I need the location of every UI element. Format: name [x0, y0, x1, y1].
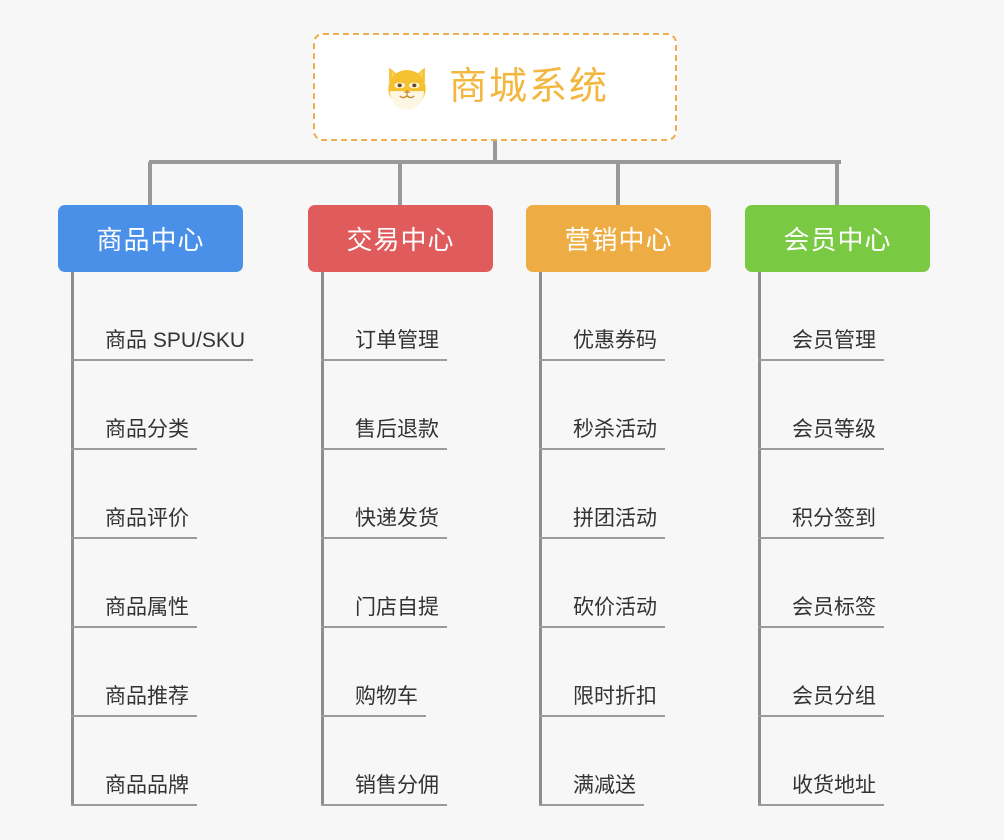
leaf-label: 门店自提 [321, 596, 447, 628]
list-item[interactable]: 商品品牌 [58, 717, 318, 806]
list-item[interactable]: 会员标签 [745, 539, 995, 628]
leaf-label: 会员分组 [758, 685, 884, 717]
list-item[interactable]: 购物车 [308, 628, 558, 717]
branch-header-0[interactable]: 商品中心 [58, 205, 243, 272]
connector-spine-2 [539, 272, 542, 806]
list-item[interactable]: 商品属性 [58, 539, 318, 628]
branch-header-label: 营销中心 [564, 225, 673, 255]
list-item[interactable]: 快递发货 [308, 450, 558, 539]
branch-header-3[interactable]: 会员中心 [745, 205, 930, 272]
leaf-label: 销售分佣 [321, 774, 447, 806]
list-item[interactable]: 商品 SPU/SKU [58, 272, 318, 361]
list-item[interactable]: 优惠券码 [526, 272, 776, 361]
connector-drop-3 [835, 162, 839, 206]
list-item[interactable]: 秒杀活动 [526, 361, 776, 450]
list-item[interactable]: 订单管理 [308, 272, 558, 361]
list-item[interactable]: 会员分组 [745, 628, 995, 717]
leaf-label: 积分签到 [758, 507, 884, 539]
shiba-dog-icon [381, 61, 433, 113]
leaf-label: 商品 SPU/SKU [71, 329, 254, 361]
branch-header-label: 商品中心 [96, 225, 205, 255]
list-item[interactable]: 门店自提 [308, 539, 558, 628]
leaf-label: 商品推荐 [71, 685, 197, 717]
branch-header-1[interactable]: 交易中心 [308, 205, 493, 272]
leaf-label: 会员等级 [758, 418, 884, 450]
leaf-label: 拼团活动 [539, 507, 665, 539]
list-item[interactable]: 会员管理 [745, 272, 995, 361]
branch-header-2[interactable]: 营销中心 [526, 205, 711, 272]
leaf-stack-2: 优惠券码 秒杀活动 拼团活动 砍价活动 限时折扣 满减送 [526, 272, 776, 806]
branch-column-1: 交易中心 订单管理 售后退款 快递发货 门店自提 购物车 销售分佣 [308, 162, 558, 806]
connector-spine-1 [321, 272, 324, 806]
leaf-label: 商品品牌 [71, 774, 197, 806]
leaf-label: 优惠券码 [539, 329, 665, 361]
leaf-label: 售后退款 [321, 418, 447, 450]
connector-spine-3 [758, 272, 761, 806]
list-item[interactable]: 拼团活动 [526, 450, 776, 539]
connector-drop-1 [398, 162, 402, 206]
leaf-label: 商品分类 [71, 418, 197, 450]
root-node[interactable]: 商城系统 [313, 33, 677, 141]
leaf-label: 秒杀活动 [539, 418, 665, 450]
root-title: 商城系统 [448, 66, 609, 108]
list-item[interactable]: 商品推荐 [58, 628, 318, 717]
branch-header-label: 交易中心 [346, 225, 455, 255]
leaf-label: 订单管理 [321, 329, 447, 361]
connector-root-vertical [493, 141, 497, 163]
list-item[interactable]: 会员等级 [745, 361, 995, 450]
leaf-stack-3: 会员管理 会员等级 积分签到 会员标签 会员分组 收货地址 [745, 272, 995, 806]
connector-drop-2 [616, 162, 620, 206]
list-item[interactable]: 销售分佣 [308, 717, 558, 806]
leaf-label: 会员管理 [758, 329, 884, 361]
connector-spine-0 [71, 272, 74, 806]
leaf-label: 满减送 [539, 774, 644, 806]
leaf-stack-0: 商品 SPU/SKU 商品分类 商品评价 商品属性 商品推荐 商品品牌 [58, 272, 318, 806]
connector-horizontal-bus [149, 160, 841, 164]
branch-column-2: 营销中心 优惠券码 秒杀活动 拼团活动 砍价活动 限时折扣 满减送 [526, 162, 776, 806]
leaf-label: 会员标签 [758, 596, 884, 628]
leaf-label: 商品评价 [71, 507, 197, 539]
branch-column-0: 商品中心 商品 SPU/SKU 商品分类 商品评价 商品属性 商品推荐 商品品牌 [58, 162, 318, 806]
list-item[interactable]: 售后退款 [308, 361, 558, 450]
leaf-label: 商品属性 [71, 596, 197, 628]
leaf-label: 快递发货 [321, 507, 447, 539]
leaf-stack-1: 订单管理 售后退款 快递发货 门店自提 购物车 销售分佣 [308, 272, 558, 806]
leaf-label: 限时折扣 [539, 685, 665, 717]
list-item[interactable]: 收货地址 [745, 717, 995, 806]
leaf-label: 购物车 [321, 685, 426, 717]
list-item[interactable]: 积分签到 [745, 450, 995, 539]
list-item[interactable]: 满减送 [526, 717, 776, 806]
leaf-label: 收货地址 [758, 774, 884, 806]
branch-header-label: 会员中心 [783, 225, 892, 255]
list-item[interactable]: 砍价活动 [526, 539, 776, 628]
list-item[interactable]: 限时折扣 [526, 628, 776, 717]
leaf-label: 砍价活动 [539, 596, 665, 628]
list-item[interactable]: 商品分类 [58, 361, 318, 450]
branch-column-3: 会员中心 会员管理 会员等级 积分签到 会员标签 会员分组 收货地址 [745, 162, 995, 806]
list-item[interactable]: 商品评价 [58, 450, 318, 539]
connector-drop-0 [148, 162, 152, 206]
